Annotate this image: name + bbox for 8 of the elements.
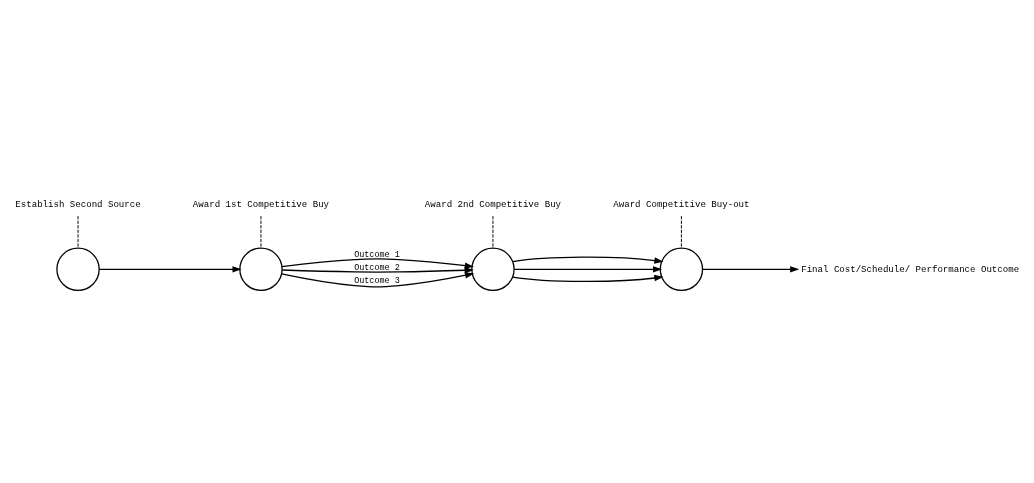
node-text: Award 2nd Competitive Buy [424, 198, 562, 210]
edge-label: Outcome 2 [354, 262, 400, 273]
node-text: Award Competitive Buy-out [613, 198, 750, 210]
node-text: Final Cost/Schedule/ Performance Outcome [801, 263, 1020, 275]
node-text: Establish Second Source [15, 198, 141, 210]
node-text: Award 1st Competitive Buy [192, 198, 330, 210]
edge-label: Outcome 3 [354, 276, 400, 287]
edge-label: Outcome 1 [354, 249, 400, 260]
